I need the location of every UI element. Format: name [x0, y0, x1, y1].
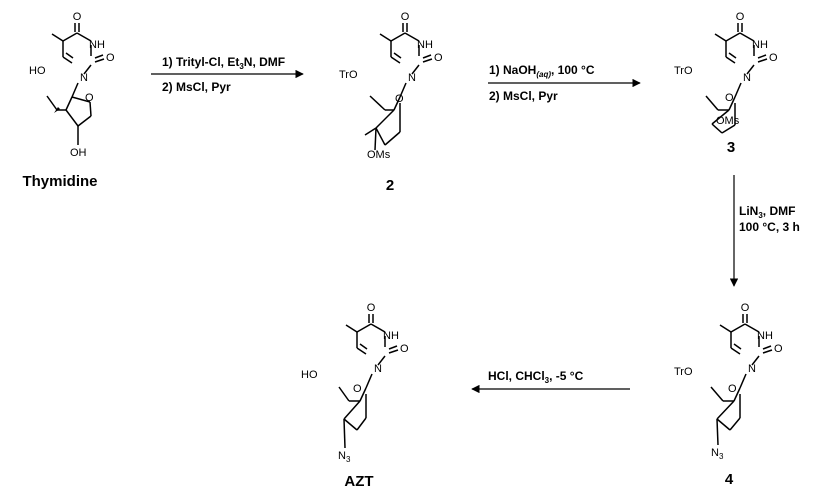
- step-2-line-1: 1) NaOH(aq), 100 °C: [489, 63, 595, 79]
- thymidine-label: Thymidine: [22, 173, 97, 190]
- compound-4-ring-o: O: [728, 383, 737, 395]
- thymidine-bonds: [46, 23, 105, 145]
- step-2-conditions: 1) NaOH(aq), 100 °C 2) MsCl, Pyr: [489, 63, 595, 103]
- compound-3-o-top: O: [736, 11, 745, 23]
- thymidine-oh: OH: [70, 147, 87, 159]
- compound-3-nh: NH: [752, 39, 768, 51]
- compound-4-label: 4: [725, 471, 734, 488]
- compound-4-bonds: [710, 314, 773, 446]
- step-1-line-1: 1) Trityl-Cl, Et3N, DMF: [162, 55, 285, 71]
- compound-2-label: 2: [386, 177, 394, 194]
- compound-3-tro: TrO: [674, 65, 693, 77]
- thymidine-ring-o: O: [85, 92, 94, 104]
- compound-3-o-right: O: [769, 52, 778, 64]
- azt-nh: NH: [383, 330, 399, 342]
- azt-o-right: O: [400, 343, 409, 355]
- azt-n: N: [374, 363, 382, 375]
- step-1-line-2: 2) MsCl, Pyr: [162, 80, 231, 94]
- thymidine-ho: HO: [29, 65, 46, 77]
- compound-3-bonds: [705, 23, 768, 134]
- compound-3-molecule: O NH O N O TrO OMs 3: [674, 11, 778, 156]
- thymidine-n: N: [80, 72, 88, 84]
- thymidine-o-right: O: [106, 52, 115, 64]
- compound-3-oms: OMs: [716, 115, 740, 127]
- compound-3-label: 3: [727, 139, 735, 156]
- compound-2-oms: OMs: [367, 149, 391, 161]
- azt-molecule: O NH O N O HO N3 AZT: [301, 302, 409, 490]
- thymidine-nh: NH: [89, 39, 105, 51]
- azt-n3: N3: [338, 450, 351, 464]
- step-4-line-1: HCl, CHCl3, -5 °C: [488, 369, 584, 385]
- compound-2-o-right: O: [434, 52, 443, 64]
- compound-4-o-top: O: [741, 302, 750, 314]
- thymidine-molecule: O NH O N O HO OH Thymidine: [22, 11, 115, 190]
- step-3-line-2: 100 °C, 3 h: [739, 220, 800, 234]
- azt-bonds: [338, 314, 399, 449]
- compound-2-bonds: [364, 23, 433, 151]
- compound-4-molecule: O NH O N O TrO N3 4: [674, 302, 783, 488]
- step-4-conditions: HCl, CHCl3, -5 °C: [488, 369, 584, 385]
- compound-3-ring-o: O: [725, 92, 734, 104]
- compound-4-n: N: [748, 363, 756, 375]
- compound-4-tro: TrO: [674, 366, 693, 378]
- azt-ho: HO: [301, 369, 318, 381]
- compound-3-n: N: [743, 72, 751, 84]
- compound-2-o-top: O: [401, 11, 410, 23]
- compound-4-n3: N3: [711, 447, 724, 461]
- compound-2-tro: TrO: [339, 69, 358, 81]
- compound-2-nh: NH: [417, 39, 433, 51]
- compound-4-nh: NH: [757, 330, 773, 342]
- compound-2-ring-o: O: [395, 93, 404, 105]
- step-3-line-1: LiN3, DMF: [739, 204, 795, 220]
- step-3-conditions: LiN3, DMF 100 °C, 3 h: [739, 204, 800, 234]
- azt-label: AZT: [344, 473, 373, 490]
- azt-o-top: O: [367, 302, 376, 314]
- step-1-conditions: 1) Trityl-Cl, Et3N, DMF 2) MsCl, Pyr: [162, 55, 285, 94]
- thymidine-o-top: O: [73, 11, 82, 23]
- compound-2-n: N: [408, 72, 416, 84]
- compound-4-o-right: O: [774, 343, 783, 355]
- compound-2-molecule: O NH O N O TrO OMs 2: [339, 11, 443, 194]
- step-2-line-2: 2) MsCl, Pyr: [489, 89, 558, 103]
- azt-ring-o: O: [353, 383, 362, 395]
